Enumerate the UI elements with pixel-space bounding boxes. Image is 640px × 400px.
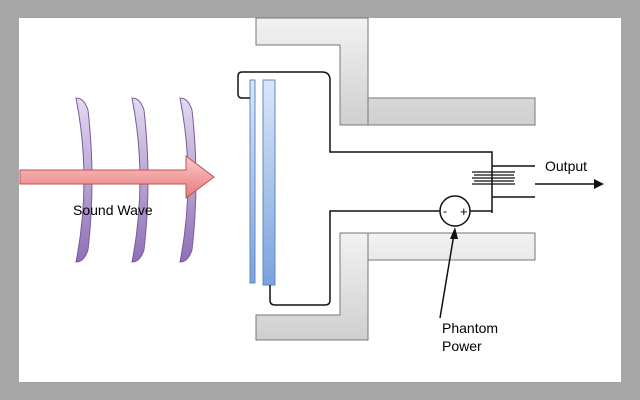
backplate: [262, 79, 276, 286]
plus-sign: +: [460, 204, 468, 219]
housing: [255, 17, 536, 341]
phantom-label-2: Power: [442, 338, 482, 354]
phantom-power-source: [439, 195, 471, 227]
minus-sign: -: [443, 204, 447, 218]
sound-wave-label: Sound Wave: [73, 202, 153, 218]
output-label: Output: [545, 158, 587, 174]
sound-arrow: [19, 155, 215, 199]
resistor: [472, 171, 515, 185]
diaphragm-plate: [249, 79, 256, 284]
output-arrow-head: [594, 179, 604, 189]
wiring: [237, 71, 600, 306]
phantom-pointer-head: [450, 227, 458, 239]
phantom-pointer: [439, 233, 455, 319]
phantom-label-1: Phantom: [442, 320, 498, 336]
